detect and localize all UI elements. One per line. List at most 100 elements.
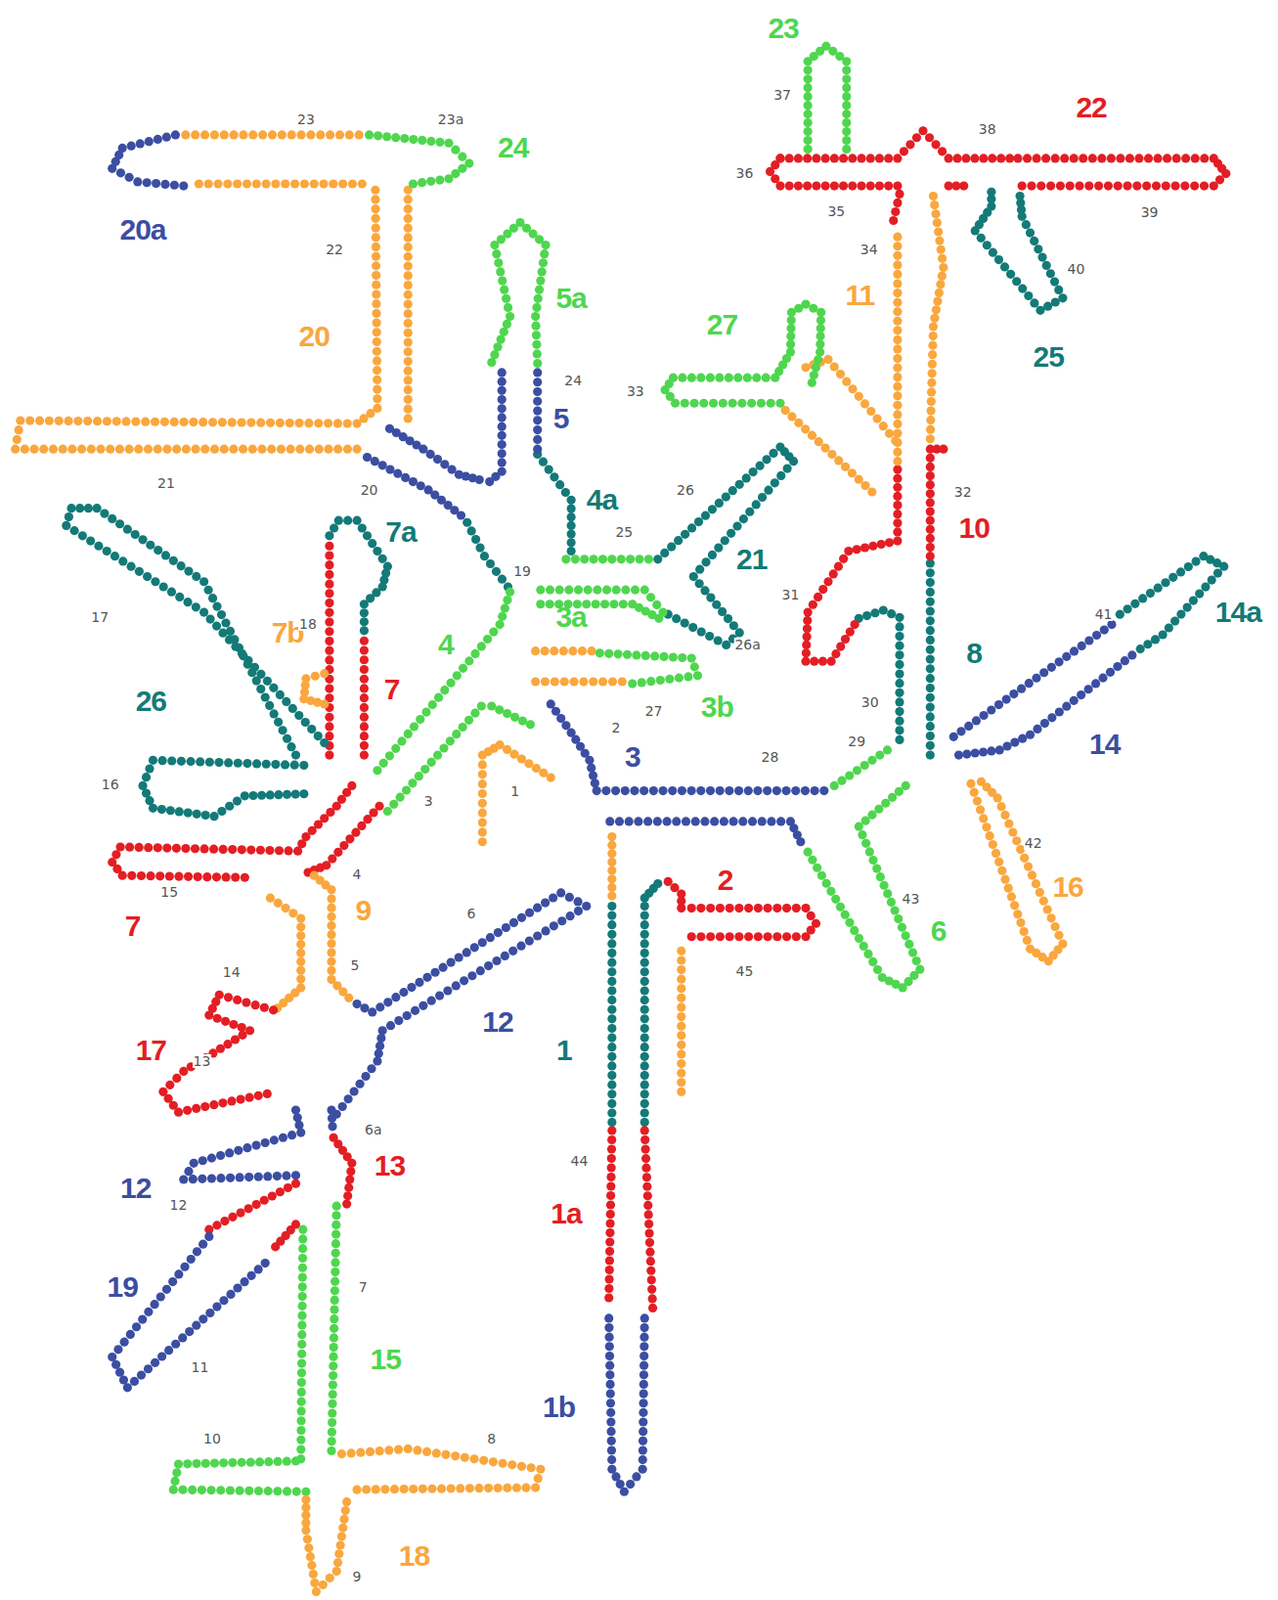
nucleotide-dot: [607, 1454, 617, 1464]
nucleotide-dot: [212, 602, 221, 612]
nucleotide-dot: [606, 1172, 616, 1182]
nucleotide-dot: [324, 550, 334, 560]
nucleotide-dot: [75, 503, 85, 513]
nucleotide-dot: [720, 535, 730, 545]
nucleotide-dot: [1021, 220, 1031, 229]
nucleotide-dot: [399, 1484, 409, 1494]
nucleotide-dot: [640, 1107, 650, 1117]
nucleotide-dot: [355, 1448, 365, 1457]
nucleotide-dot: [607, 1162, 617, 1172]
helix-number: 22: [1075, 92, 1106, 123]
nucleotide-dot: [125, 444, 134, 454]
nucleotide-dot: [876, 872, 885, 882]
nucleotide-dot: [838, 153, 848, 163]
nucleotide-dot: [344, 1183, 353, 1192]
nucleotide-dot: [178, 1066, 188, 1076]
nucleotide-dot: [186, 1254, 196, 1264]
nucleotide-dot: [892, 298, 902, 308]
helix-number: 20a: [120, 215, 167, 245]
nucleotide-dot: [532, 425, 542, 435]
position-number: 21: [156, 476, 177, 490]
nucleotide-dot: [254, 1091, 264, 1101]
nucleotide-dot: [801, 632, 811, 642]
nucleotide-dot: [844, 918, 854, 927]
nucleotide-dot: [1057, 293, 1067, 303]
nucleotide-dot: [261, 1138, 270, 1147]
nucleotide-dot: [372, 384, 382, 394]
nucleotide-dot: [531, 303, 541, 312]
nucleotide-dot: [605, 1369, 615, 1379]
nucleotide-dot: [925, 673, 935, 683]
nucleotide-dot: [934, 288, 944, 298]
nucleotide-dot: [714, 373, 724, 383]
nucleotide-dot: [371, 280, 381, 290]
nucleotide-dot: [734, 931, 744, 941]
nucleotide-dot: [1024, 678, 1034, 688]
nucleotide-dot: [160, 417, 170, 427]
nucleotide-dot: [841, 65, 851, 75]
nucleotide-dot: [180, 843, 190, 853]
nucleotide-dot: [294, 1120, 304, 1130]
position-number: 24: [563, 373, 583, 388]
nucleotide-dot: [639, 1369, 649, 1379]
nucleotide-dot: [150, 1358, 160, 1367]
nucleotide-dot: [439, 743, 448, 752]
nucleotide-dot: [994, 857, 1004, 867]
nucleotide-dot: [535, 585, 545, 595]
nucleotide-dot: [1190, 557, 1200, 567]
nucleotide-dot: [359, 1003, 369, 1013]
nucleotide-dot: [298, 1291, 308, 1301]
nucleotide-dot: [818, 584, 828, 594]
nucleotide-dot: [1074, 180, 1084, 190]
nucleotide-dot: [943, 180, 953, 190]
nucleotide-dot: [1189, 595, 1198, 605]
nucleotide-dot: [305, 444, 314, 454]
nucleotide-dot: [361, 1484, 371, 1494]
nucleotide-dot: [847, 384, 857, 394]
nucleotide-dot: [337, 1449, 347, 1458]
nucleotide-dot: [275, 1187, 285, 1196]
nucleotide-dot: [841, 74, 851, 84]
nucleotide-dot: [272, 1171, 282, 1181]
nucleotide-dot: [642, 1182, 652, 1191]
nucleotide-dot: [292, 1486, 302, 1496]
nucleotide-dot: [73, 416, 83, 426]
nucleotide-dot: [1000, 810, 1010, 820]
nucleotide-dot: [301, 1517, 310, 1527]
nucleotide-dot: [521, 1483, 530, 1493]
nucleotide-dot: [228, 444, 238, 454]
nucleotide-dot: [364, 130, 374, 139]
nucleotide-dot: [747, 398, 756, 408]
nucleotide-dot: [668, 373, 678, 383]
nucleotide-dot: [1106, 619, 1116, 629]
nucleotide-dot: [814, 437, 824, 446]
nucleotide-dot: [676, 1021, 686, 1031]
nucleotide-dot: [883, 153, 893, 163]
nucleotide-dot: [497, 395, 507, 404]
nucleotide-dot: [865, 846, 875, 856]
nucleotide-dot: [933, 226, 943, 236]
nucleotide-dot: [905, 139, 915, 149]
nucleotide-dot: [645, 1237, 655, 1247]
nucleotide-dot: [624, 816, 634, 826]
nucleotide-dot: [530, 676, 540, 686]
nucleotide-dot: [1037, 252, 1047, 262]
nucleotide-dot: [403, 252, 413, 262]
nucleotide-dot: [220, 1216, 229, 1226]
nucleotide-dot: [470, 708, 480, 718]
nucleotide-dot: [583, 585, 593, 595]
nucleotide-dot: [428, 700, 438, 709]
nucleotide-dot: [190, 444, 200, 454]
nucleotide-dot: [535, 1464, 545, 1474]
nucleotide-dot: [892, 269, 902, 279]
nucleotide-dot: [263, 1171, 272, 1181]
nucleotide-dot: [500, 603, 510, 613]
nucleotide-dot: [607, 976, 617, 986]
nucleotide-dot: [548, 892, 558, 902]
nucleotide-dot: [403, 385, 413, 395]
nucleotide-dot: [136, 1370, 146, 1380]
helix-number: 4a: [586, 484, 617, 515]
nucleotide-dot: [930, 139, 940, 149]
nucleotide-dot: [227, 1457, 237, 1467]
nucleotide-dot: [1004, 882, 1014, 892]
